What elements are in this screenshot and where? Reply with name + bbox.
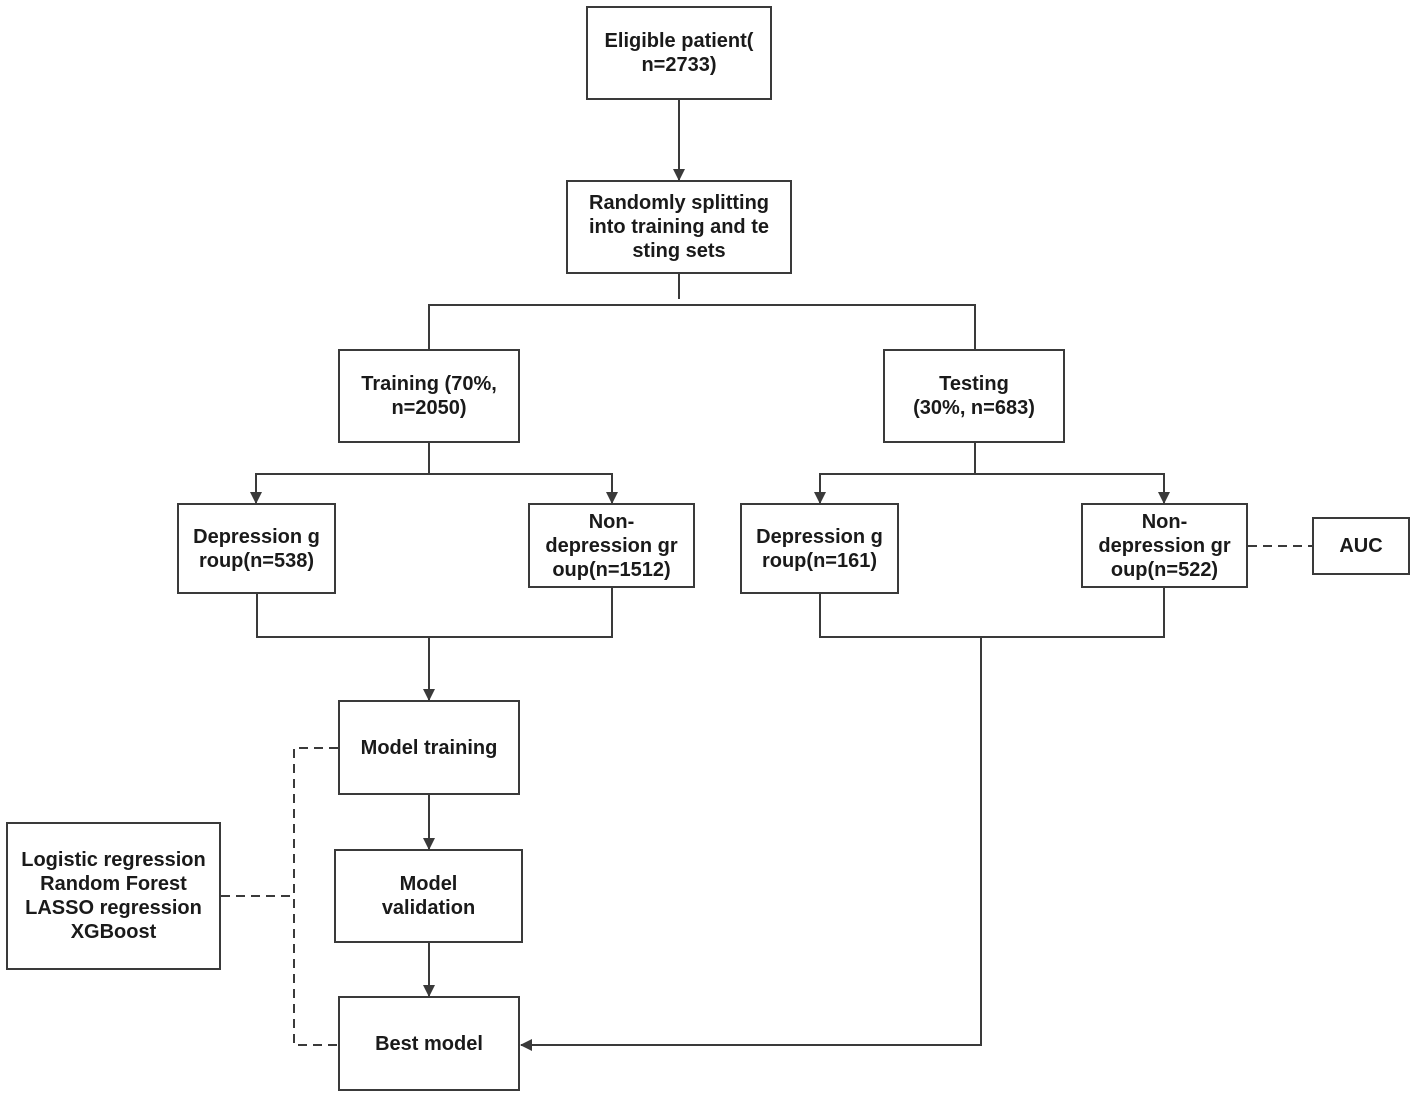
testing-depression-group-label: Depression g roup(n=161) — [756, 525, 883, 572]
eligible-patient-box: Eligible patient( n=2733) — [586, 6, 772, 100]
testing-set-box: Testing (30%, n=683) — [883, 349, 1065, 443]
testing-depression-group-box: Depression g roup(n=161) — [740, 503, 899, 594]
random-split-box: Randomly splitting into training and te … — [566, 180, 792, 274]
connector-testing-to-groups — [820, 443, 1165, 475]
model-training-box: Model training — [338, 700, 520, 795]
model-training-label: Model training — [360, 736, 498, 759]
connector-training-to-groups — [256, 443, 613, 475]
testing-nondepression-group-box: Non- depression gr oup(n=522) — [1081, 503, 1248, 588]
dashed-connector-methods — [221, 747, 338, 1046]
connector-split-branches — [428, 274, 976, 349]
methods-box: Logistic regression Random Forest LASSO … — [6, 822, 221, 970]
training-nondepression-group-box: Non- depression gr oup(n=1512) — [528, 503, 695, 588]
testing-set-label: Testing (30%, n=683) — [913, 373, 1035, 419]
random-split-label: Randomly splitting into training and te … — [589, 192, 769, 262]
connector-testing-groups-merge — [819, 588, 1165, 638]
connector-training-groups-merge — [256, 588, 613, 638]
training-set-label: Training (70%, n=2050) — [361, 373, 497, 419]
model-validation-label: Model validation — [381, 873, 476, 919]
eligible-patient-label: Eligible patient( n=2733) — [604, 30, 754, 76]
testing-nondepression-group-label: Non- depression gr oup(n=522) — [1098, 510, 1231, 581]
methods-label: Logistic regression Random Forest LASSO … — [21, 849, 206, 943]
auc-box: AUC — [1312, 517, 1410, 575]
arrow-testing-to-best-model — [520, 637, 982, 1051]
training-depression-group-box: Depression g roup(n=538) — [177, 503, 336, 594]
training-set-box: Training (70%, n=2050) — [338, 349, 520, 443]
auc-label: AUC — [1339, 535, 1383, 557]
training-nondepression-group-label: Non- depression gr oup(n=1512) — [545, 510, 678, 581]
training-depression-group-label: Depression g roup(n=538) — [193, 525, 320, 572]
best-model-box: Best model — [338, 996, 520, 1091]
model-validation-box: Model validation — [334, 849, 523, 943]
best-model-label: Best model — [375, 1032, 483, 1055]
